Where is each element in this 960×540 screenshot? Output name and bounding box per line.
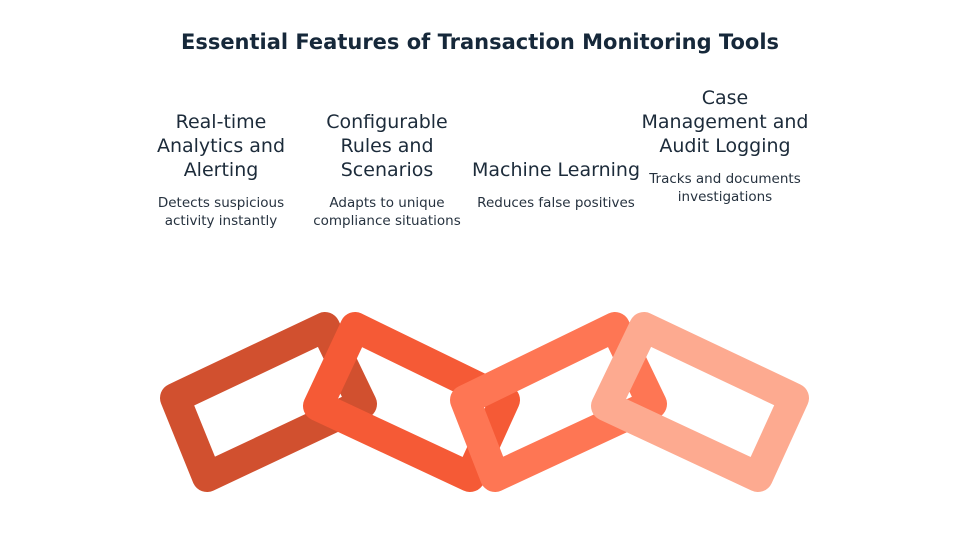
- page-title: Essential Features of Transaction Monito…: [180, 30, 780, 54]
- feature-machine-learning: Machine Learning Reduces false positives: [471, 158, 641, 212]
- feature-heading: Case Management and Audit Logging: [641, 87, 809, 157]
- feature-heading: Configurable Rules and Scenarios: [326, 111, 448, 181]
- chain-link-3: [450, 312, 667, 492]
- feature-configurable-rules: Configurable Rules and Scenarios Adapts …: [302, 110, 472, 230]
- feature-realtime-analytics: Real-time Analytics and Alerting Detects…: [136, 110, 306, 230]
- chain-link-1: [160, 312, 377, 492]
- chain-link-2: [303, 312, 520, 492]
- feature-description: Tracks and documents investigations: [649, 171, 801, 205]
- feature-description: Detects suspicious activity instantly: [157, 195, 285, 229]
- feature-description: Reduces false positives: [477, 195, 635, 211]
- feature-heading: Real-time Analytics and Alerting: [156, 111, 286, 181]
- feature-case-management: Case Management and Audit Logging Tracks…: [640, 86, 810, 206]
- chain-link-4: [591, 312, 809, 492]
- feature-heading: Machine Learning: [471, 159, 641, 181]
- feature-description: Adapts to unique compliance situations: [313, 195, 461, 229]
